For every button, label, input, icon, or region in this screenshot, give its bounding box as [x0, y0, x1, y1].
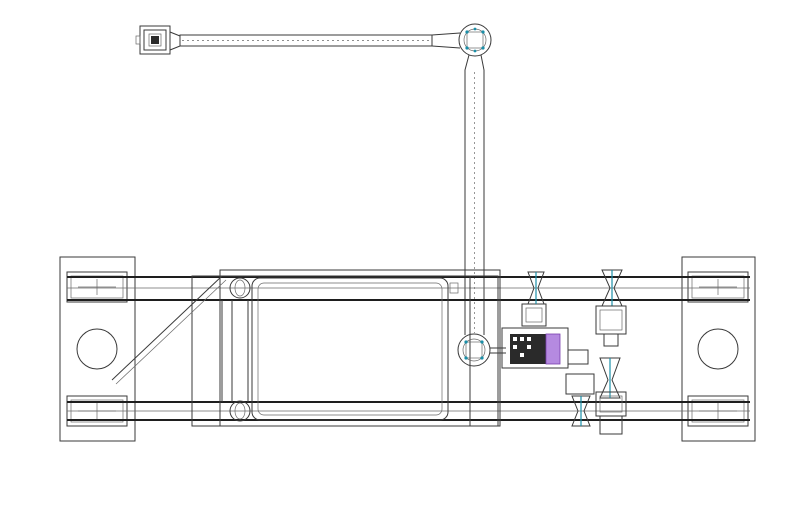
horizontal-cable-tray: [179, 32, 461, 49]
guide-rails: [67, 276, 750, 421]
left-base-foot: [59, 256, 136, 442]
vertical-cable-tray: [464, 54, 485, 335]
top-swivel-joint: [458, 23, 492, 57]
lower-swivel-joint: [457, 333, 506, 367]
control-box: [135, 25, 181, 55]
drive-electronics: [501, 303, 589, 369]
right-base-foot: [681, 256, 756, 442]
upper-cable-arm: [135, 23, 492, 335]
motor-upper: [595, 305, 627, 347]
motor-lower: [565, 373, 627, 435]
